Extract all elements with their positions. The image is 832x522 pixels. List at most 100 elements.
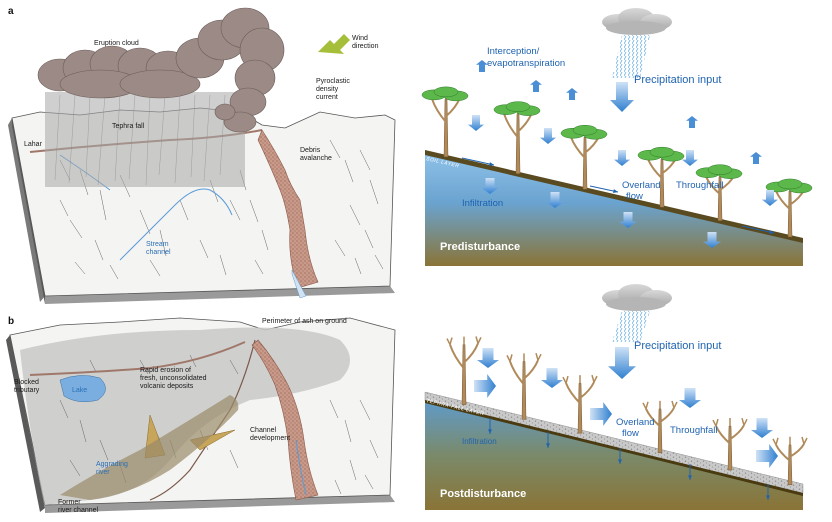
lake-shape [59,375,106,403]
flow-arrows-bottom [474,347,778,500]
terrain-hatching [59,139,384,280]
label-blocked-2: tributary [14,387,40,394]
arrow-down [614,150,630,166]
tephra-fall-haze [45,92,245,187]
tree-bare [772,436,808,486]
flow-arrows-top [461,60,778,248]
label-throughfall-top: Throughfall [676,180,724,191]
label-perimeter: Perimeter of ash on ground [262,318,347,325]
block-b-left-face [6,335,45,512]
arrow-down [751,418,773,438]
eruption-cloud-shape [37,7,285,133]
arrow-down [481,178,499,194]
arrow-head [613,189,618,193]
arrow-down [762,190,778,206]
arrow-right [474,374,496,398]
panel-b-block-diagram: b Perimeter of ash on ground Blocked tri… [6,316,396,514]
tree-bare [642,400,678,454]
arrow-down [541,368,563,388]
arrow-down [540,128,556,144]
trees-defoliated [446,336,808,486]
label-aggrading-2: river [96,469,110,476]
arrow-right [756,444,778,468]
wind-direction-arrow [318,34,350,54]
block-b-front-face [45,495,395,513]
label-erosion-2: fresh, unconsolidated [140,375,207,382]
label-pyroclastic-1: Pyroclastic [316,78,350,85]
tree-bare [712,417,748,471]
label-stream-2: channel [146,249,171,256]
arrow-down [610,82,634,112]
panel-a-block-diagram: a Eruption cloud Wind direction Pyroclas… [8,6,396,304]
tree-bare [506,352,542,420]
arrow-line [589,185,619,193]
arrow-down [679,388,701,408]
debris-deposit-b [251,339,319,501]
label-aggrading-1: Aggrading [96,461,128,468]
arrow-line [741,225,775,234]
arrow-up [566,88,578,100]
arrow-down [682,150,698,166]
label-lake: Lake [72,387,87,394]
arrow-head [688,475,692,480]
label-postdisturbance: Postdisturbance [440,488,526,500]
label-overland-bottom-1: Overland [616,417,655,428]
arrow-down [477,348,499,368]
label-erosion-1: Rapid erosion of [140,367,191,374]
arrow-line [461,157,495,166]
arrow-head [766,495,770,500]
debris-avalanche-deposit [257,129,319,289]
label-former-river-2: river channel [58,507,99,514]
label-precipitation-bottom: Precipitation input [634,340,721,352]
arrow-head [488,429,492,434]
label-overland-bottom-2: flow [622,428,639,439]
label-blocked-1: Blocked [14,379,39,386]
arrow-down [619,212,637,228]
tree-healthy [695,164,743,221]
label-interception-2: evapotranspiration [487,58,565,69]
arrow-up [686,116,698,128]
arrow-up [530,80,542,92]
label-infiltration-bottom: Infiltration [462,437,497,446]
trees-healthy [421,86,813,238]
label-lahar: Lahar [24,141,43,148]
arrow-down [608,347,636,379]
tree-healthy [493,101,541,174]
label-tephra-fall: Tephra fall [112,123,145,130]
hillslope-postdisturbance: TEPHRA-FALL LAYER Precipitation input In… [424,284,808,510]
tree-healthy [421,86,469,158]
panel-b-letter: b [8,316,14,327]
label-predisturbance: Predisturbance [440,241,520,253]
label-debris-1: Debris [300,147,321,154]
arrow-up [750,152,762,164]
arrow-head [769,230,774,234]
label-erosion-3: volcanic deposits [140,383,194,390]
arrow-head [618,459,622,464]
label-former-river-1: Former [58,499,81,506]
arrow-down [468,115,484,131]
label-throughfall-bottom: Throughfall [670,425,718,436]
block-front-face [45,286,395,304]
label-precipitation-top: Precipitation input [634,74,721,86]
hillslope-predisturbance: SOIL LAYER Interception/ evapotranspirat… [421,8,813,266]
label-pyroclastic-3: current [316,94,338,101]
panel-a-letter: a [8,6,14,17]
label-interception-1: Interception/ [487,46,540,57]
arrow-head [489,162,494,166]
tree-healthy [637,146,685,208]
arrow-down [703,232,721,248]
postdisturbance-ground [425,400,803,510]
label-infiltration-top: Infiltration [462,198,503,209]
rain-cloud-bottom [602,284,672,342]
arrow-head [546,443,550,448]
tree-healthy [765,178,813,238]
label-stream-1: Stream [146,241,169,248]
label-wind-direction-2: direction [352,43,379,50]
arrow-up [476,60,488,72]
tree-healthy [560,124,608,190]
label-wind-direction-1: Wind [352,35,368,42]
label-channel-dev-1: Channel [250,427,277,434]
channel-upper [29,341,246,376]
aggrading-river-deposit [60,395,239,500]
